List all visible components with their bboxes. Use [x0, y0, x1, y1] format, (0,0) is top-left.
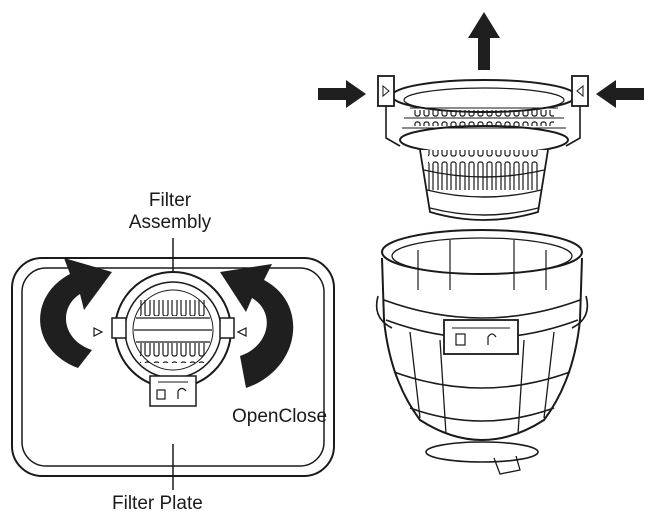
filter-assembly-label: Filter Assembly: [100, 190, 240, 234]
curved-arrow-left-icon: [40, 258, 112, 368]
curved-arrow-right-icon: [220, 264, 294, 388]
filter-assembly-label-line1: Filter: [148, 190, 192, 211]
coarse-filter-lower: [375, 229, 589, 475]
arrow-up-icon: [468, 12, 500, 70]
arrow-right-icon: [318, 80, 366, 108]
filter-plate-label: Filter Plate: [112, 493, 203, 514]
open-close-label: OpenClose: [232, 406, 328, 427]
filter-assembly-top-view: [93, 271, 247, 407]
filter-assembly-label-line2: Assembly: [128, 212, 212, 233]
fine-filter-upper: [377, 75, 589, 221]
arrow-left-icon: [596, 80, 644, 108]
